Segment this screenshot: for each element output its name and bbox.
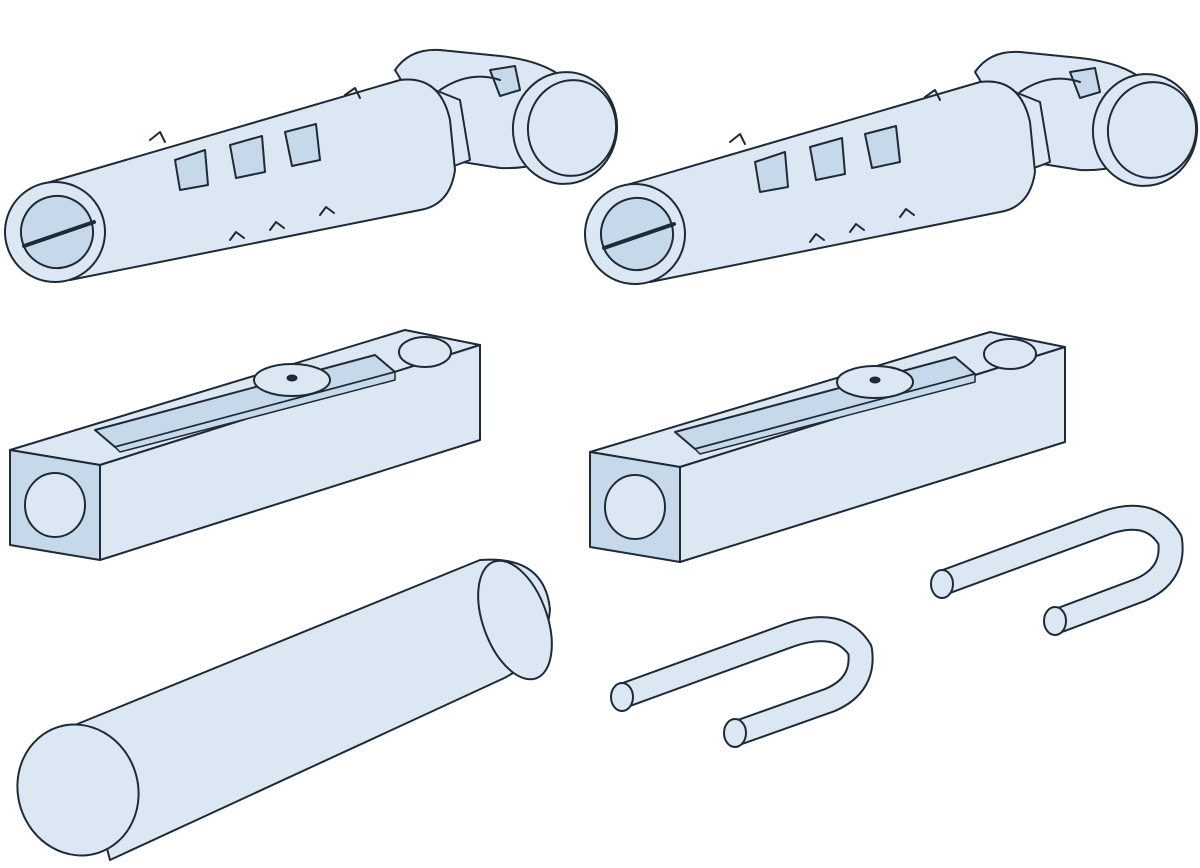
block-part-right — [589, 331, 1066, 563]
block-part-left — [9, 329, 481, 561]
hinge-part-left — [4, 48, 619, 283]
round-rod-part — [16, 558, 553, 861]
u-clip-lower-part — [610, 616, 874, 748]
hinge-part-right — [584, 50, 1199, 285]
u-clip-upper-part — [930, 504, 1184, 636]
